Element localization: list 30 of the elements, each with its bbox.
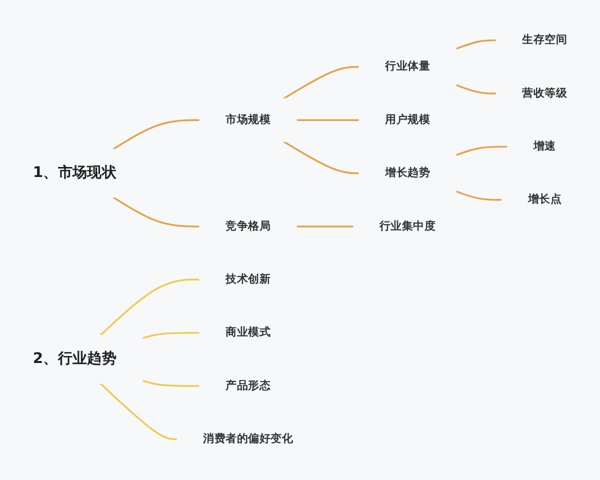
node-text: 用户规模 <box>385 114 430 127</box>
node-text: 市场规模 <box>226 114 271 127</box>
node-text: 消费者的偏好变化 <box>203 432 294 446</box>
connector <box>456 40 496 50</box>
connector <box>296 119 360 122</box>
connector <box>283 141 360 174</box>
node-text: 增长趋势 <box>385 166 430 180</box>
connector <box>112 196 200 228</box>
node-text: 营收等级 <box>522 87 568 100</box>
connector <box>142 332 200 340</box>
connector <box>142 380 200 388</box>
connector <box>456 146 508 156</box>
node-text: 行业集中度 <box>379 220 436 233</box>
node-text: 增速 <box>533 140 556 154</box>
connector <box>283 66 360 100</box>
node-text: 2、行业趋势 <box>32 350 117 368</box>
node-text: 行业体量 <box>385 60 430 74</box>
node-text: 生存空间 <box>522 34 568 47</box>
connector <box>100 279 200 336</box>
node-text: 增长点 <box>528 193 562 206</box>
connector <box>112 119 200 150</box>
connector <box>456 190 502 201</box>
node-text: 技术创新 <box>226 273 271 286</box>
node-text: 商业模式 <box>226 326 271 340</box>
connector <box>456 84 496 95</box>
connector <box>296 226 354 228</box>
node-text: 1、市场现状 <box>32 164 117 182</box>
connector <box>100 383 178 440</box>
node-text: 竞争格局 <box>226 220 271 233</box>
node-text: 产品形态 <box>226 380 271 393</box>
